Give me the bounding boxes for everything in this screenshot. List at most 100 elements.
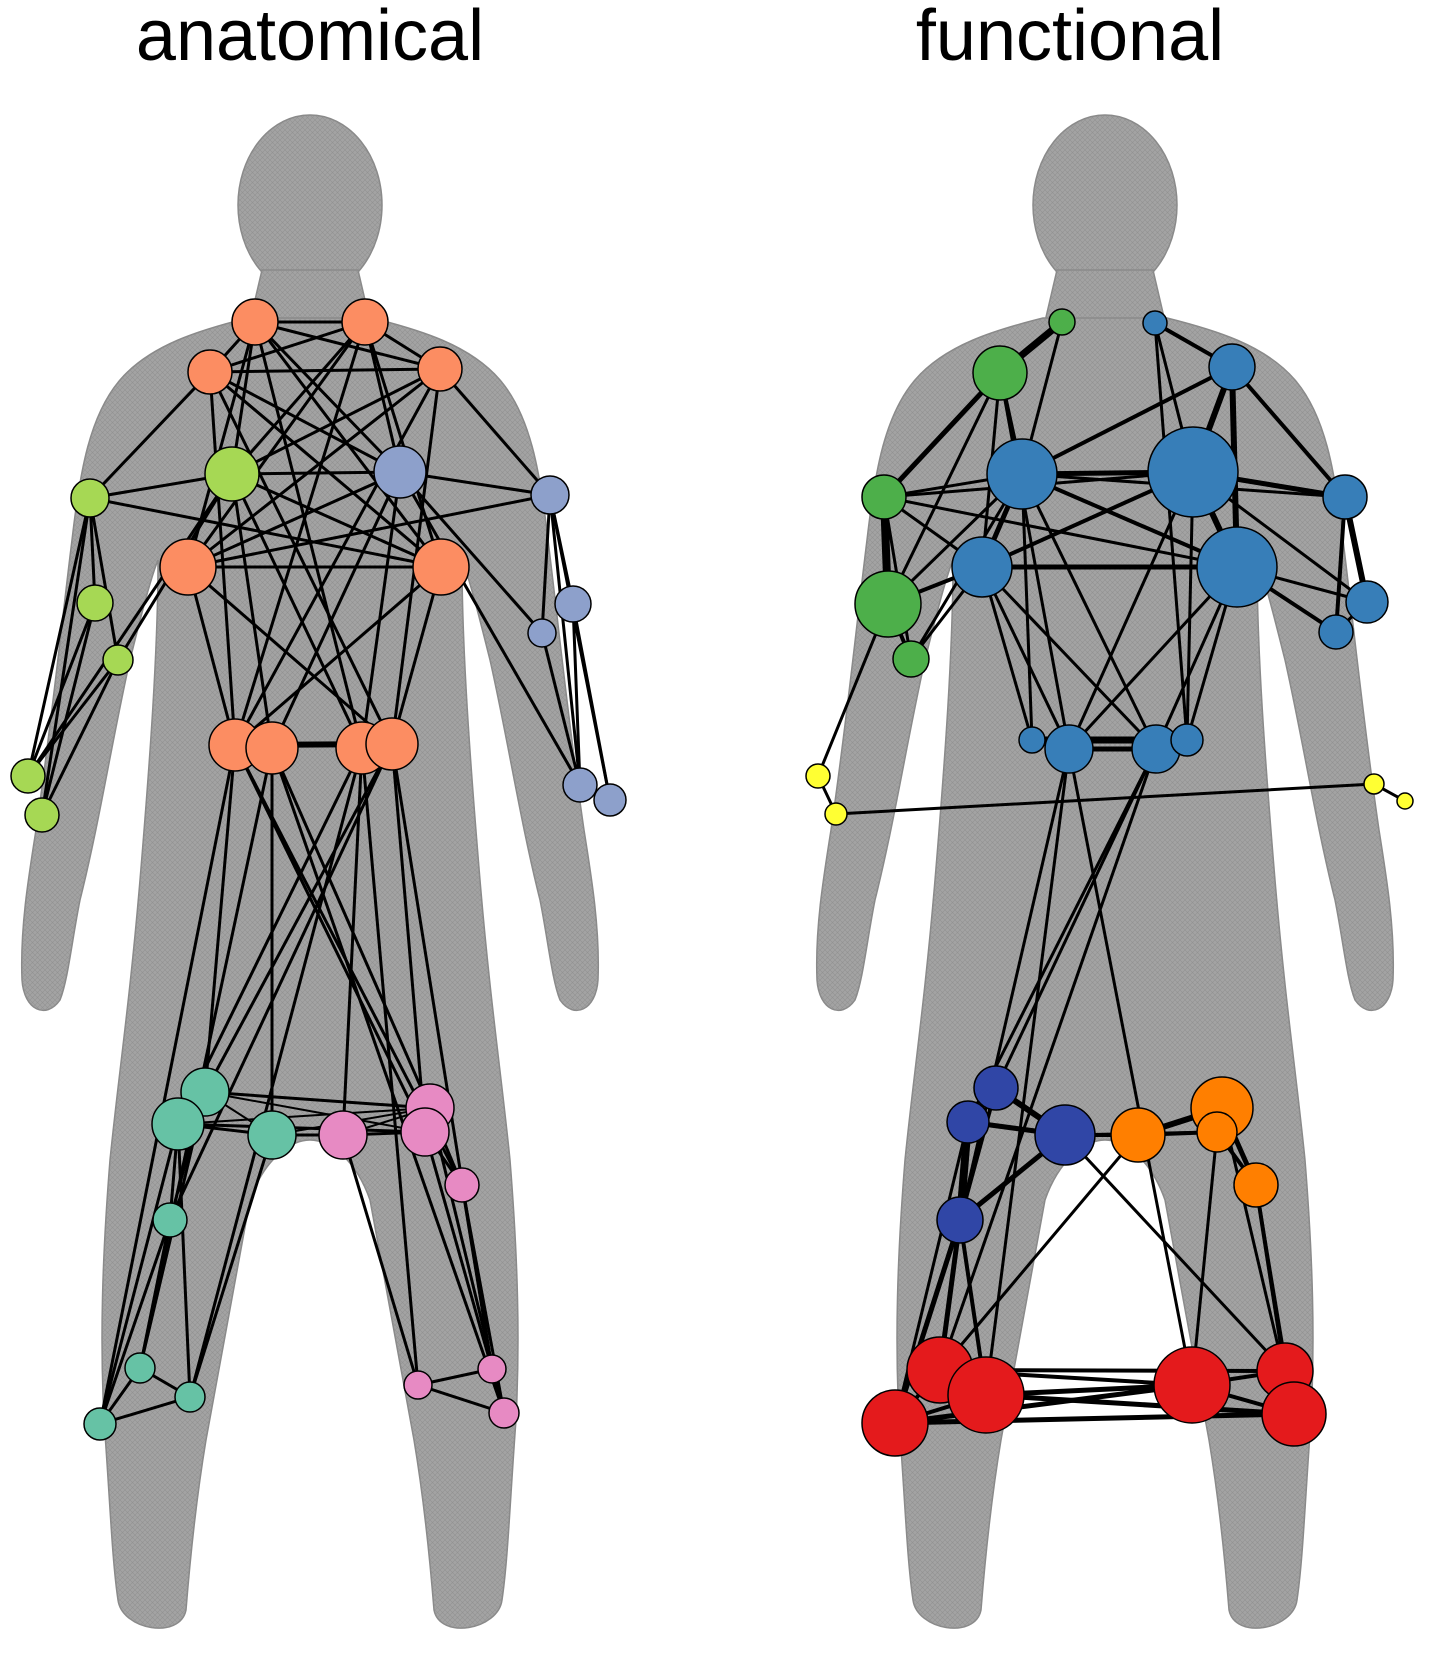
node-f_g5 [892, 640, 930, 678]
edge-f_r3-f_r4 [892, 1382, 1195, 1426]
edge-a_abL1-a_knL3 [98, 743, 237, 1426]
node-a_wrL2 [24, 797, 60, 833]
edge-a_armR-a_wrR1 [548, 493, 582, 787]
node-f_y1 [805, 763, 831, 789]
edge-a_abR1-a_knL2 [188, 746, 364, 1399]
node-a_elL [76, 584, 114, 622]
edge-a_neckR-a_chL [230, 320, 367, 476]
node-f_y3 [1363, 773, 1385, 795]
edge-a_armL-a_faL [88, 496, 120, 662]
node-a_knR2 [477, 1354, 507, 1384]
node-f_bw4 [1170, 723, 1204, 757]
edge-a_hipL3-a_knL2 [188, 1133, 274, 1399]
edge-f_o1-f_r1 [938, 1133, 1140, 1372]
edge-f_g2-f_g3 [881, 370, 1003, 500]
edge-a_faL-a_wrL2 [40, 658, 120, 817]
node-a_abR2 [365, 717, 419, 771]
edge-a_hipL1-a_hipR2 [203, 1090, 432, 1110]
edge-a_armL-a_wrL2 [40, 496, 92, 817]
node-a_shL [187, 349, 233, 395]
edge-a_hipL2-a_hipR2 [177, 1107, 431, 1125]
edge-a_neckR-a_shL [208, 320, 367, 374]
edge-f_b5-f_bw2 [1067, 565, 1239, 751]
edge-a_chR-a_abR1 [360, 470, 402, 750]
node-f_g2 [972, 345, 1028, 401]
node-a_knR1 [403, 1370, 433, 1400]
edge-f_b4-f_bw3 [980, 565, 1158, 751]
node-f_b6 [1345, 580, 1389, 624]
edge-a_bkL-a_abR2 [186, 565, 394, 746]
node-f_y2 [824, 802, 848, 826]
panel-title-functional: functional [915, 0, 1225, 76]
edge-f_o3-f_r4 [1190, 1130, 1219, 1387]
edge-a_shL-a_abL1 [208, 370, 237, 747]
edge-a_neckL-a_abR1 [253, 320, 364, 750]
node-f_r6 [1261, 1381, 1327, 1447]
node-a_knR3 [488, 1397, 520, 1429]
edge-f_bw3-f_n1 [994, 747, 1158, 1090]
node-a_wrL1 [10, 758, 46, 794]
node-a_wrR2 [593, 783, 627, 817]
edge-f_y2-f_y3 [834, 782, 1376, 816]
node-a_hipL3 [247, 1110, 297, 1160]
edge-a_elR-a_wrR2 [571, 602, 612, 802]
edge-f_bw3-f_r1 [938, 747, 1158, 1372]
edge-f_bw2-f_r4 [1067, 747, 1194, 1387]
node-f_g1 [1048, 308, 1076, 336]
node-f_o4 [1233, 1162, 1279, 1208]
node-f_b1 [1142, 310, 1168, 336]
node-f_b7 [1318, 614, 1354, 650]
edge-f_b1-f_bw4 [1153, 321, 1189, 742]
node-f_bc2 [1147, 426, 1239, 518]
edge-a_bkR-a_abL1 [233, 565, 443, 747]
edge-a_armL-a_bkR [88, 496, 443, 569]
node-a_hipR1 [318, 1110, 368, 1160]
node-a_wrR1 [562, 767, 598, 803]
node-f_b3 [1322, 474, 1368, 520]
edge-a_armR-a_elR2 [540, 493, 552, 635]
node-f_g3 [861, 474, 907, 520]
edge-a_shL-a_chR [208, 370, 402, 474]
node-f_o3 [1196, 1111, 1238, 1153]
node-f_b2 [1208, 343, 1256, 391]
edge-a_abR2-a_thL [168, 742, 394, 1222]
edge-a_chR-a_wrR1 [398, 470, 582, 787]
node-a_elR [554, 585, 592, 623]
edge-f_r2-f_r6 [983, 1392, 1297, 1417]
functional-nodes [805, 308, 1414, 1457]
edge-f_bw3-f_n2 [966, 747, 1158, 1124]
node-a_knL3 [83, 1407, 117, 1441]
node-a_hipL2 [151, 1097, 205, 1151]
edge-a_bkL-a_abL1 [186, 565, 237, 747]
edge-a_chR-a_abL2 [270, 470, 402, 750]
edge-f_bc2-f_bw2 [1067, 470, 1195, 751]
edge-a_neckL-a_bkR [253, 320, 443, 569]
edge-a_armR-a_shR [438, 367, 552, 497]
node-f_o1 [1110, 1107, 1166, 1163]
edge-f_b4-f_bw2 [980, 565, 1071, 751]
edge-a_elL-a_wrL1 [26, 601, 97, 778]
node-f_n1 [973, 1065, 1019, 1111]
node-f_r2 [947, 1356, 1025, 1434]
edge-a_hipR1-a_knR1 [341, 1133, 420, 1387]
anatomical-nodes [10, 298, 627, 1441]
node-a_armL [70, 478, 110, 518]
node-f_n2 [946, 1100, 990, 1144]
edge-a_abL2-a_knR3 [270, 746, 506, 1415]
edge-a_abR1-a_hipL2 [176, 746, 364, 1126]
edge-f_n4-f_r3 [892, 1217, 963, 1426]
edge-a_chL-a_abL2 [230, 472, 274, 750]
edge-a_hipL2-a_hipR3 [176, 1122, 427, 1134]
edge-a_thL-a_knL3 [98, 1218, 172, 1426]
node-f_bw1 [1018, 726, 1046, 754]
node-a_chR [373, 445, 427, 499]
node-f_n4 [936, 1196, 984, 1244]
edge-f_b2-f_bc1 [1020, 365, 1234, 476]
node-a_knL2 [174, 1381, 206, 1413]
node-a_knL1 [124, 1352, 156, 1384]
node-a_abL2 [245, 721, 299, 775]
node-a_thR [444, 1167, 480, 1203]
edge-a_neckL-a_chR [253, 320, 402, 474]
edge-f_bc1-f_bw1 [1020, 472, 1034, 742]
edge-a_shR-a_abL1 [233, 367, 442, 747]
